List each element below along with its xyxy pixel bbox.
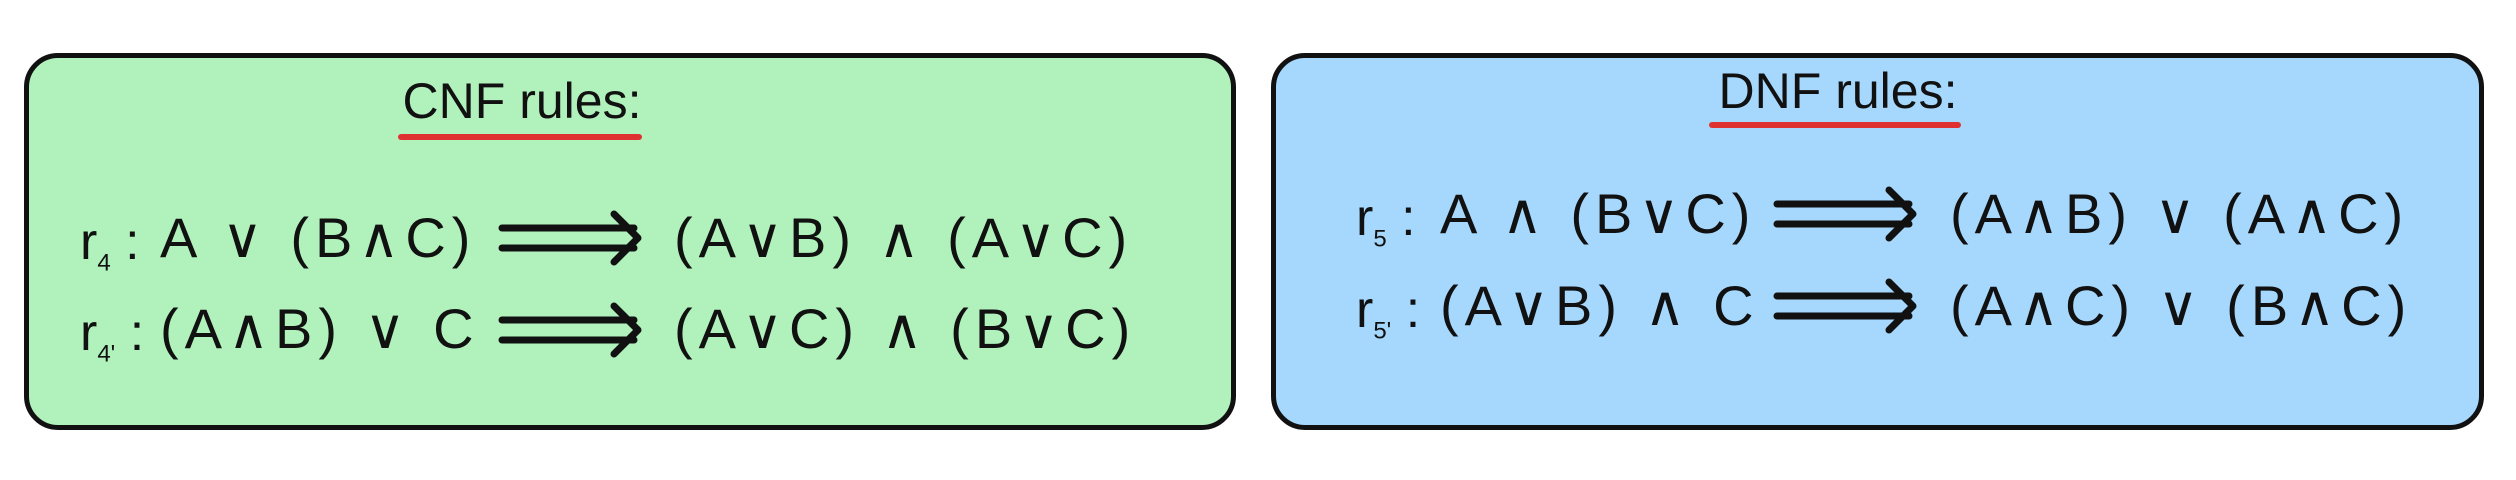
dnf-rules-panel xyxy=(1271,53,2484,430)
rule-r5prime-lhs: (A∨B) ∧ C xyxy=(1440,274,1760,337)
rule-r4prime-lhs: (A∧B) ∨ C xyxy=(160,297,480,360)
rule-r5-rhs: (A∧B) ∨ (A∧C) xyxy=(1950,182,2410,245)
implies-arrow-icon xyxy=(1773,186,1917,242)
cnf-title-underline xyxy=(398,134,642,140)
rule-r4-rhs: (A∨B) ∧ (A∨C) xyxy=(674,206,1134,269)
rule-label-r4prime: r4' : xyxy=(80,304,145,368)
rule-r5prime-rhs: (A∧C) ∨ (B∧C) xyxy=(1950,274,2413,337)
implies-arrow-icon xyxy=(1773,278,1917,334)
rule-label-r5prime: r5' : xyxy=(1356,281,1421,345)
rule-label-r5: r5 : xyxy=(1356,189,1416,253)
rule-r4prime-rhs: (A∨C) ∧ (B∨C) xyxy=(674,297,1137,360)
dnf-title-underline xyxy=(1709,122,1961,128)
rule-r5-lhs: A ∧ (B∨C) xyxy=(1440,182,1757,245)
dnf-title: DNF rules: xyxy=(1718,63,1958,119)
implies-arrow-icon xyxy=(498,302,642,358)
implies-arrow-icon xyxy=(498,210,642,266)
rule-label-r4: r4 : xyxy=(80,213,140,277)
cnf-title: CNF rules: xyxy=(402,73,642,129)
rule-r4-lhs: A ∨ (B∧C) xyxy=(160,206,477,269)
